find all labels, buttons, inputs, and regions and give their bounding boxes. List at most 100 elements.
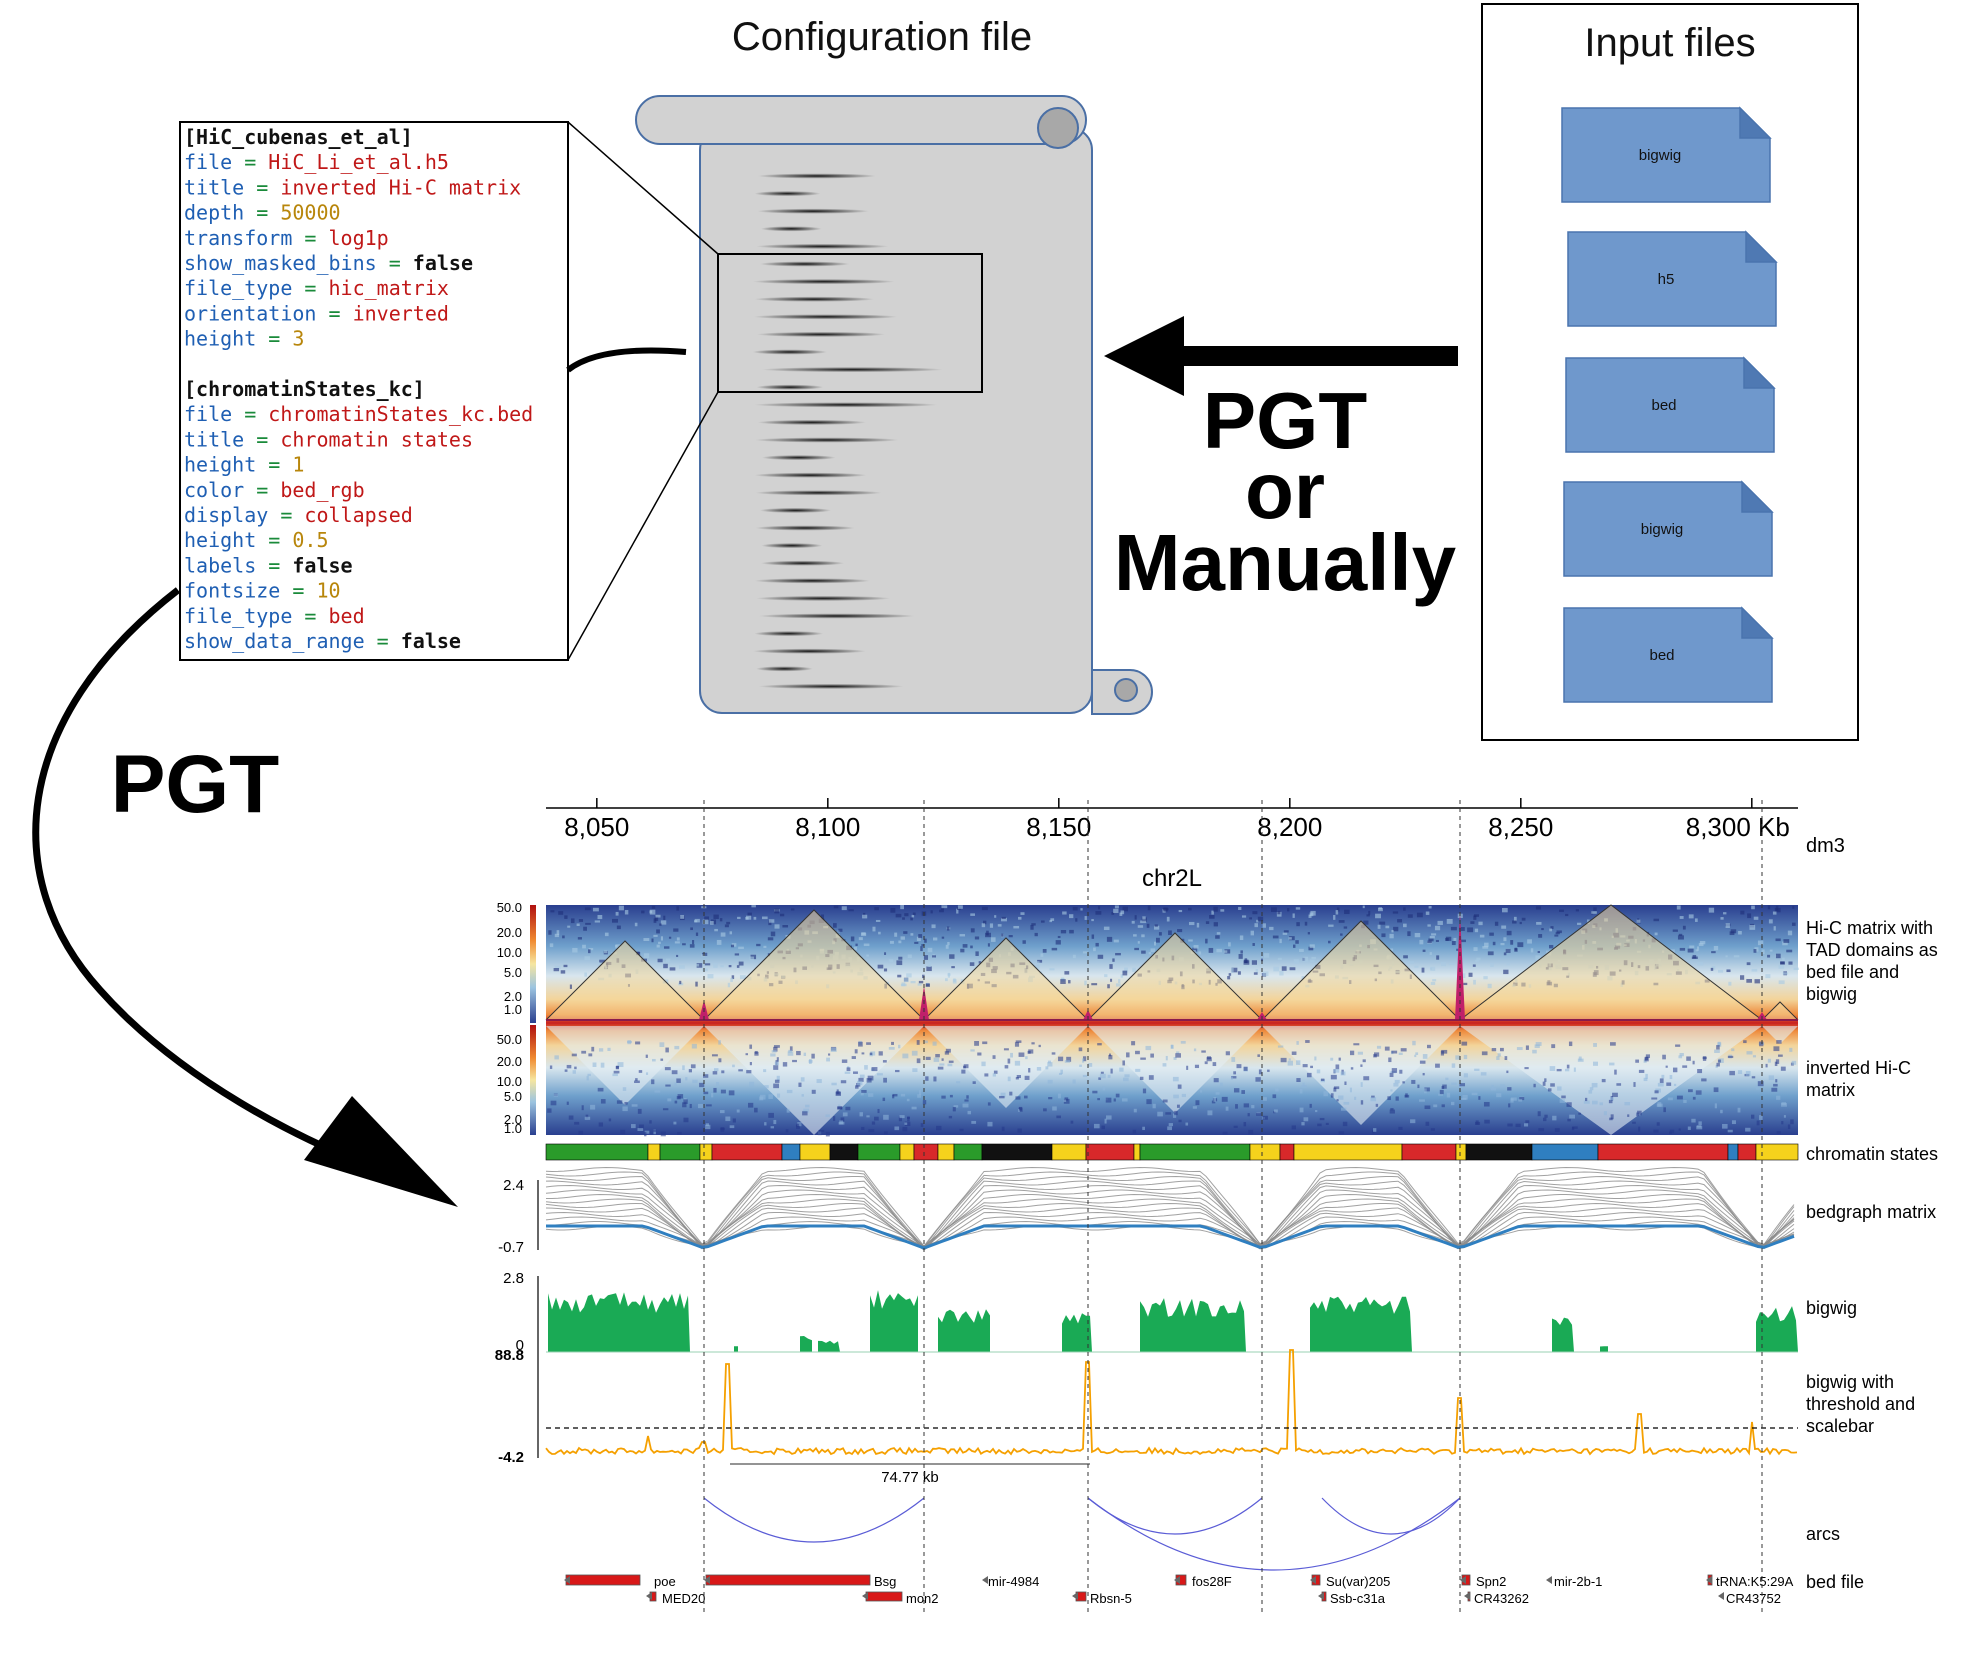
chromatin-state-segment [1597,1143,1729,1161]
inverted-pixel [924,1040,928,1044]
hic-pixel [549,943,554,948]
inverted-pixel [1654,1090,1659,1094]
config-line: file = HiC_Li_et_al.h5 [184,150,449,174]
inverted-pixel [554,1055,559,1060]
inverted-pixel [1213,1078,1219,1083]
inverted-pixel [1092,1090,1098,1094]
hic-pixel [1166,916,1170,922]
tad-triangle [1261,920,1461,1021]
inverted-pixel [1384,1046,1390,1051]
inverted-pixel [1108,1055,1113,1060]
inverted-pixel [591,1046,595,1052]
inverted-pixel [671,1070,678,1075]
inverted-pixel [1003,1048,1009,1051]
hic-pixel [923,955,929,960]
inverted-pixel [574,1066,577,1070]
inverted-pixel [718,1058,722,1063]
inverted-pixel [1280,1057,1287,1063]
inverted-pixel [692,1079,698,1084]
inverted-pixel [1399,1069,1403,1074]
hic-pixel [1740,910,1745,915]
hic-pixel [1209,915,1215,919]
inverted-pixel [899,1115,905,1119]
hic-pixel [1431,933,1437,936]
inverted-pixel [763,1069,767,1073]
inverted-pixel [1701,1078,1707,1082]
inverted-pixel [1676,1095,1683,1100]
inverted-pixel [1394,1079,1400,1084]
hic-pixel [572,947,578,953]
inverted-pixel [1412,1040,1416,1046]
inverted-pixel [1299,1107,1304,1113]
inverted-scale-label: 20.0 [497,1054,522,1069]
hic-pixel [713,914,719,919]
hic-pixel [1263,953,1270,958]
inverted-pixel [1745,1070,1751,1076]
bigwig-area [870,1290,918,1352]
config-equals: = [256,453,292,477]
inverted-pixel [1107,1074,1111,1078]
scroll-line [754,191,821,197]
inverted-pixel [720,1127,725,1131]
hic-pixel [1091,919,1094,922]
gene-label: fos28F [1192,1574,1232,1589]
inverted-pixel [1751,1114,1755,1119]
inverted-pixel [711,1093,714,1098]
hic-pixel [1328,940,1331,944]
inverted-pixel [697,1103,704,1109]
hic-pixel [1430,966,1436,971]
inverted-pixel [705,1124,711,1130]
hic-pixel [1279,938,1282,944]
hic-pixel [1109,964,1113,969]
inverted-pixel [1702,1056,1707,1060]
hic-pixel [1091,934,1095,939]
hic-pixel [1473,979,1476,985]
inverted-pixel [1174,1110,1178,1116]
hic-pixel [1239,935,1244,941]
inverted-pixel [916,1040,920,1045]
hic-pixel [597,914,603,920]
inverted-pixel [1195,1100,1200,1106]
config-value: chromatin states [280,427,473,451]
hic-pixel [820,914,824,920]
inverted-pixel [1058,1056,1064,1062]
inverted-pixel [1691,1118,1696,1123]
inverted-pixel [803,1052,807,1056]
hic-pixel [1018,916,1022,920]
hic-pixel [1269,926,1274,931]
inverted-pixel [615,1066,620,1070]
hic-pixel [1030,924,1034,930]
gene-strand-marker [1718,1592,1724,1600]
hic-pixel [751,905,756,908]
inverted-pixel [861,1052,865,1055]
inverted-pixel [776,1057,779,1062]
hic-pixel [1227,976,1231,980]
inverted-pixel [1463,1073,1468,1078]
hic-pixel [1362,905,1365,909]
hic-pixel [1158,932,1162,936]
config-value: 3 [292,327,304,351]
bigwig-min-label: 0 [516,1337,524,1354]
inverted-pixel [1643,1077,1648,1082]
inverted-pixel [933,1057,940,1062]
hic-pixel [663,946,670,949]
hic-pixel [1115,952,1121,956]
hic-pixel [641,910,645,914]
bedgraph-line [545,1202,1795,1250]
inverted-pixel [1415,1052,1419,1056]
hic-pixel [738,946,744,950]
inverted-pixel [705,1123,710,1126]
hic-colorbar [530,905,536,1023]
hic-pixel [1765,974,1771,979]
hic-pixel [651,905,656,909]
inverted-pixel [1698,1121,1702,1126]
inverted-pixel [1333,1086,1340,1090]
inverted-pixel [1669,1075,1673,1080]
inverted-pixel [1150,1053,1154,1058]
hic-pixel [1782,972,1789,975]
hic-pixel [584,956,590,961]
inverted-pixel [651,1079,655,1085]
inverted-pixel [1665,1065,1668,1068]
